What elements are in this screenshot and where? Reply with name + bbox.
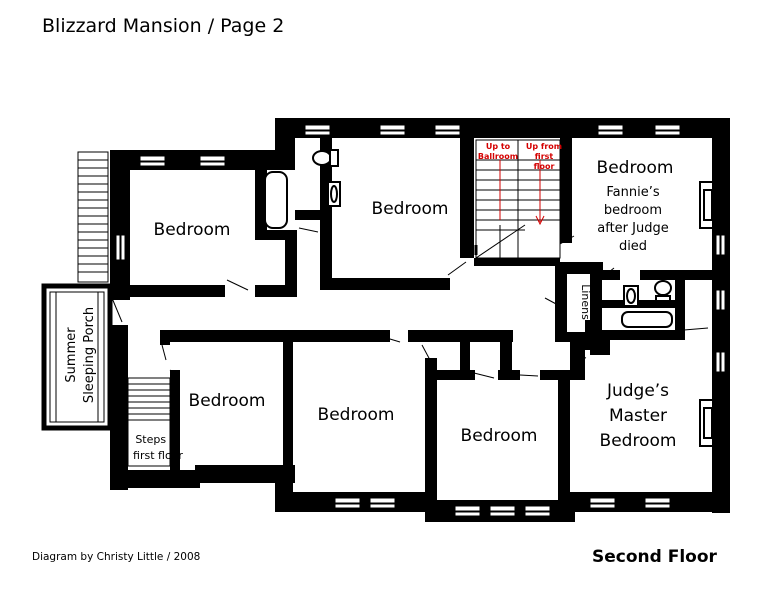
room-note-line-2: bedroom — [604, 203, 662, 218]
room-note-line-4: died — [619, 239, 647, 254]
room-label-steps-2: first floor — [133, 449, 183, 462]
room-note-line-1: Fannie’s — [606, 185, 659, 200]
room-labels: Bedroom Bedroom Bedroom Fannie’s bedroom… — [133, 158, 676, 462]
room-note-line-3: after Judge — [597, 221, 668, 236]
fireplace-icon — [699, 181, 713, 447]
back-stair — [127, 377, 171, 467]
room-label-bedroom-west: Bedroom — [154, 220, 231, 240]
room-label-linens: Linens — [579, 284, 592, 320]
room-label-steps-1: Steps to — [135, 433, 181, 446]
room-label-bedroom-center: Bedroom — [318, 405, 395, 425]
main-stair — [475, 139, 561, 259]
floor-label: Second Floor — [592, 547, 718, 567]
toilet-icon — [312, 149, 672, 302]
room-label-master-1: Judge’s — [606, 381, 669, 401]
sleeping-porch — [41, 283, 113, 431]
diagram-credit: Diagram by Christy Little / 2008 — [32, 551, 200, 563]
stair-note-first-3: floor — [534, 162, 555, 171]
stair-notes: Up to Ballroom Up from first floor — [478, 142, 562, 171]
windows — [115, 124, 726, 517]
stair-note-first-2: first — [535, 152, 554, 161]
page-title: Blizzard Mansion / Page 2 — [42, 15, 284, 37]
room-label-master-2: Master — [609, 406, 667, 426]
stair-note-ballroom-1: Up to — [486, 142, 511, 151]
stair-note-first-1: Up from — [526, 142, 562, 151]
sink-icon — [327, 181, 639, 307]
room-label-bedroom-small: Bedroom — [189, 391, 266, 411]
room-label-bedroom-south: Bedroom — [461, 426, 538, 446]
stair-note-ballroom-2: Ballroom — [478, 152, 518, 161]
doors — [111, 227, 709, 379]
room-label-bedroom-north: Bedroom — [372, 199, 449, 219]
room-label-bedroom-ne: Bedroom — [597, 158, 674, 178]
room-label-porch-2: Sleeping Porch — [82, 307, 97, 403]
exterior-stair — [77, 151, 109, 283]
room-label-master-3: Bedroom — [600, 431, 677, 451]
bathtub-icon — [264, 171, 673, 328]
room-label-porch-1: Summer — [64, 327, 79, 383]
